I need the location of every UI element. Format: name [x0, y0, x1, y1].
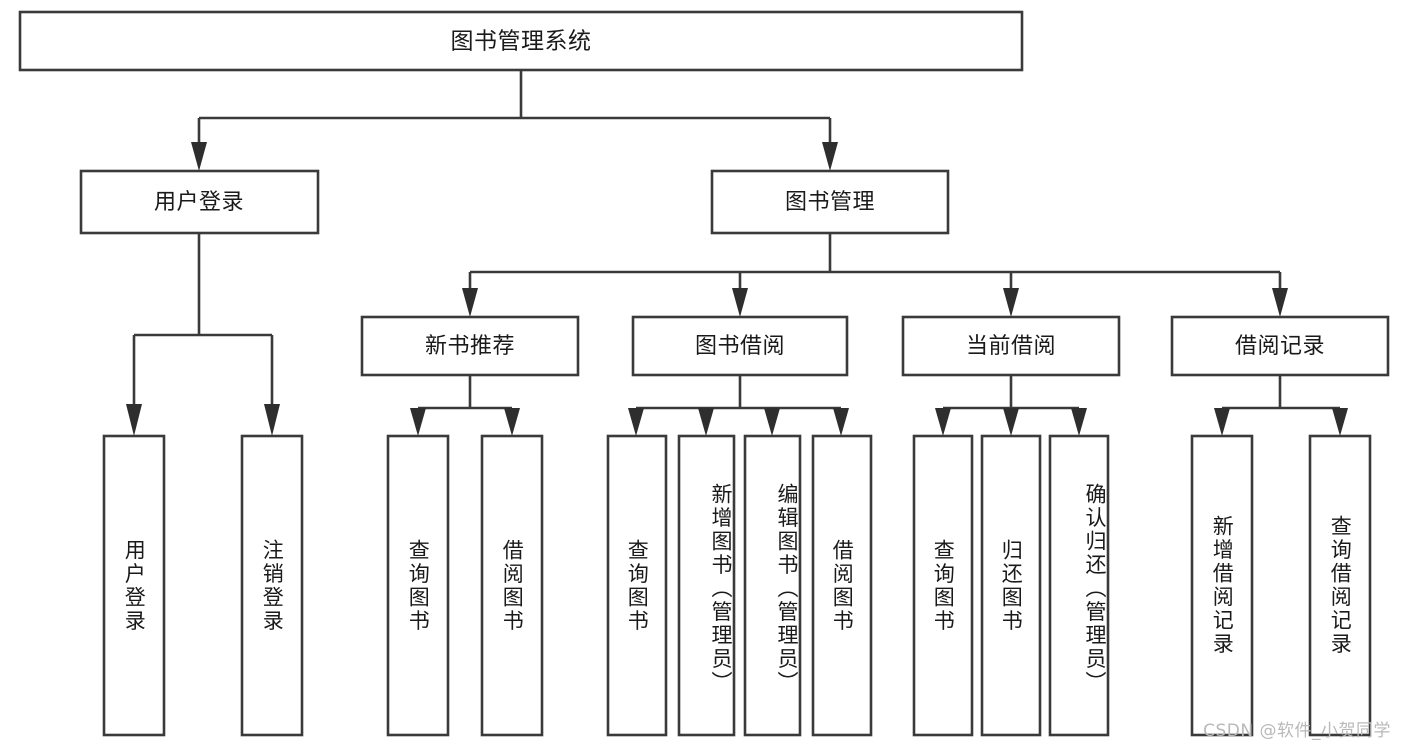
- node-root-box[interactable]: [18, 10, 1024, 72]
- leaf-box-query-book-1[interactable]: [386, 434, 450, 737]
- arrow-head-current-borrow: [1003, 288, 1019, 317]
- leaf-box-query-book-2[interactable]: [606, 434, 668, 737]
- arrow-head-leaf-confirm-return: [1071, 408, 1087, 436]
- arrow-head-leaf-query-record: [1332, 408, 1348, 436]
- node-borrow-record-label: 借阅记录: [1235, 334, 1325, 359]
- node-root-label: 图书管理系统: [451, 29, 592, 55]
- leaf-box-add-book[interactable]: [677, 434, 736, 737]
- arrow-head-book-borrow: [732, 288, 748, 317]
- arrow-head-book-manage: [822, 142, 838, 171]
- node-book-manage-box[interactable]: [710, 169, 950, 235]
- arrow-head-new-book-recommend: [462, 288, 478, 317]
- arrow-head-user-login: [191, 142, 207, 171]
- node-book-borrow-box[interactable]: [631, 315, 849, 377]
- arrow-head-leaf-add-book: [698, 408, 714, 436]
- node-user-login[interactable]: 用户登录: [79, 169, 320, 235]
- leaf-box-borrow-book-1[interactable]: [480, 434, 544, 737]
- arrow-head-leaf-edit-book: [764, 408, 780, 436]
- leaf-box-borrow-book-2[interactable]: [811, 434, 873, 737]
- node-book-borrow-label: 图书借阅: [695, 334, 785, 359]
- connector-group-borrow-record: [1214, 375, 1348, 436]
- arrow-head-leaf-query-book-2: [628, 408, 644, 436]
- node-current-borrow-label: 当前借阅: [966, 334, 1056, 359]
- node-user-login-label: 用户登录: [154, 190, 244, 215]
- arrow-head-leaf-query-book-3: [935, 408, 951, 436]
- leaf-box-confirm-return[interactable]: [1048, 434, 1110, 737]
- connector-group-new-book-recommend: [410, 375, 520, 436]
- connector-group-book-manage: [462, 233, 1288, 317]
- csdn-watermark: CSDN @软件_小贺同学: [1203, 721, 1391, 741]
- node-book-manage[interactable]: 图书管理: [710, 169, 950, 235]
- leaf-box-add-record[interactable]: [1190, 434, 1254, 737]
- connector-group-root: [191, 70, 838, 171]
- node-current-borrow-box[interactable]: [901, 315, 1121, 377]
- arrow-head-leaf-user-login: [126, 404, 142, 436]
- node-book-manage-label: 图书管理: [785, 190, 875, 215]
- arrow-head-leaf-borrow-book-1: [504, 408, 520, 436]
- arrow-head-leaf-logout: [264, 404, 280, 436]
- arrow-head-borrow-record: [1272, 288, 1288, 317]
- arrow-head-leaf-borrow-book-2: [833, 408, 849, 436]
- leaf-box-user-login[interactable]: [102, 434, 166, 737]
- arrow-head-leaf-add-record: [1214, 408, 1230, 436]
- node-borrow-record[interactable]: 借阅记录: [1170, 315, 1390, 377]
- arrow-head-leaf-query-book-1: [410, 408, 426, 436]
- node-new-book-recommend[interactable]: 新书推荐: [360, 315, 580, 377]
- leaf-box-logout[interactable]: [240, 434, 304, 737]
- connector-group-user-login: [126, 233, 280, 436]
- node-new-book-recommend-box[interactable]: [360, 315, 580, 377]
- node-borrow-record-box[interactable]: [1170, 315, 1390, 377]
- connector-group-current-borrow: [935, 375, 1087, 436]
- node-current-borrow[interactable]: 当前借阅: [901, 315, 1121, 377]
- node-root[interactable]: 图书管理系统: [18, 10, 1024, 72]
- leaf-box-query-book-3[interactable]: [912, 434, 974, 737]
- node-book-borrow[interactable]: 图书借阅: [631, 315, 849, 377]
- leaf-box-return-book[interactable]: [980, 434, 1042, 737]
- node-user-login-box[interactable]: [79, 169, 320, 235]
- node-new-book-recommend-label: 新书推荐: [425, 334, 515, 359]
- connector-group-book-borrow: [628, 375, 849, 436]
- arrow-head-leaf-return-book: [1003, 408, 1019, 436]
- leaf-box-edit-book[interactable]: [743, 434, 802, 737]
- leaf-box-query-record[interactable]: [1308, 434, 1372, 737]
